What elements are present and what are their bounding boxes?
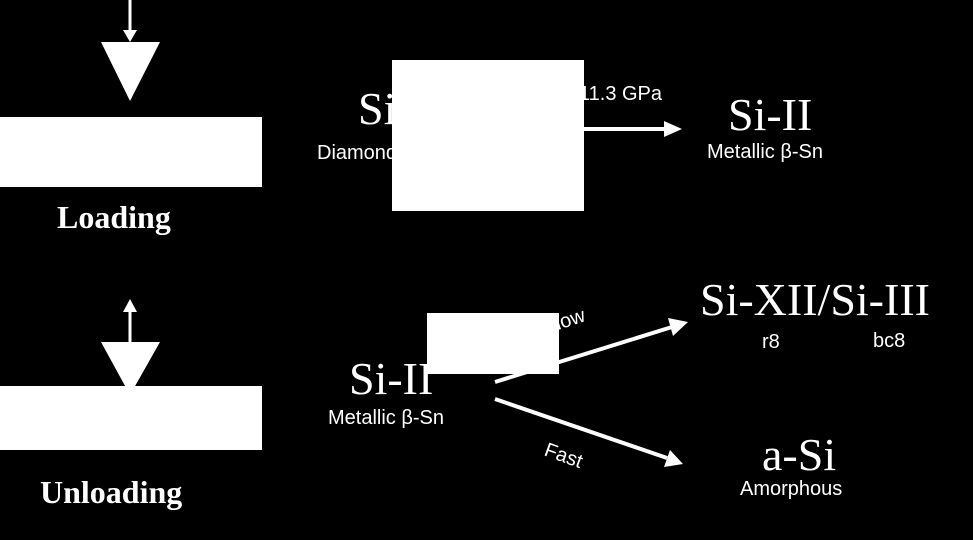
unloading-indenter-tip: [101, 342, 160, 395]
fast-arrowhead: [664, 450, 683, 467]
loading-from-structure: Diamond: [317, 142, 398, 164]
loading-from-phase: Si: [358, 83, 397, 134]
occluding-box-loading: [392, 60, 584, 211]
unloading-sample-block: [0, 386, 262, 450]
fast-product-phase: a-Si: [762, 429, 837, 480]
loading-force-arrowhead: [123, 30, 137, 42]
fast-arrow-shaft: [494, 397, 668, 460]
loading-sample-block: [0, 117, 262, 187]
occluding-box-unloading: [427, 313, 559, 374]
slow-product-structure-r8: r8: [762, 331, 780, 353]
fast-product-structure: Amorphous: [740, 478, 843, 500]
unloading-from-structure: Metallic β-Sn: [328, 407, 444, 429]
pressure-label: 11.3 GPa: [579, 83, 663, 105]
unloading-force-arrowhead: [123, 299, 137, 312]
loading-to-phase: Si-II: [728, 89, 813, 140]
unloading-from-phase: Si-II: [349, 353, 434, 404]
loading-indenter-tip: [101, 42, 160, 101]
loading-transition-arrowhead: [664, 121, 682, 137]
loading-label: Loading: [57, 199, 171, 235]
slow-product-structure-bc8: bc8: [873, 330, 906, 352]
slow-product-phase: Si-XII/Si-III: [700, 274, 930, 325]
unloading-label: Unloading: [40, 474, 183, 510]
loading-to-structure: Metallic β-Sn: [707, 141, 823, 163]
slow-arrowhead: [668, 318, 688, 336]
